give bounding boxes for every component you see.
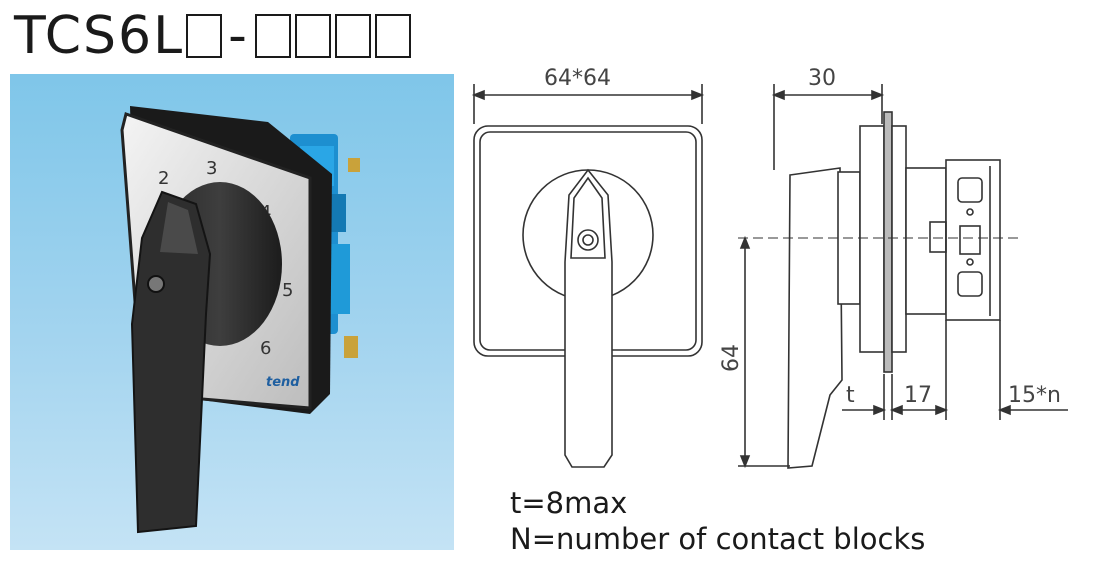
dim-offset: 17 <box>904 383 932 408</box>
switch-illustration: 2 3 4 5 6 tend <box>120 106 360 534</box>
handle-screw <box>147 275 165 293</box>
dim-thickness: t <box>846 383 855 408</box>
model-separator: - <box>228 6 249 66</box>
model-code-box <box>294 14 331 58</box>
product-photo: 2 3 4 5 6 tend <box>10 74 454 550</box>
model-code-box <box>374 14 411 58</box>
model-code-box <box>254 14 291 58</box>
dial-number: 5 <box>282 280 293 301</box>
model-code-box <box>186 14 223 58</box>
note-thickness: t=8max <box>510 486 628 520</box>
dim-height: 64 <box>719 344 744 372</box>
model-prefix: TCS6L <box>14 6 185 66</box>
dial-number: 2 <box>158 168 169 189</box>
model-code-box <box>334 14 371 58</box>
dim-front-width: 64*64 <box>544 66 611 91</box>
brand-logo: tend <box>266 375 300 390</box>
dim-block-depth: 15*n <box>1008 383 1061 408</box>
side-view <box>787 111 1001 469</box>
front-view <box>473 125 703 468</box>
note-contact-blocks: N=number of contact blocks <box>510 522 926 556</box>
dial-number: 3 <box>206 158 217 179</box>
dial-number: 6 <box>260 338 271 359</box>
dim-side-depth: 30 <box>808 66 836 91</box>
page-title: TCS6L - <box>14 4 413 68</box>
